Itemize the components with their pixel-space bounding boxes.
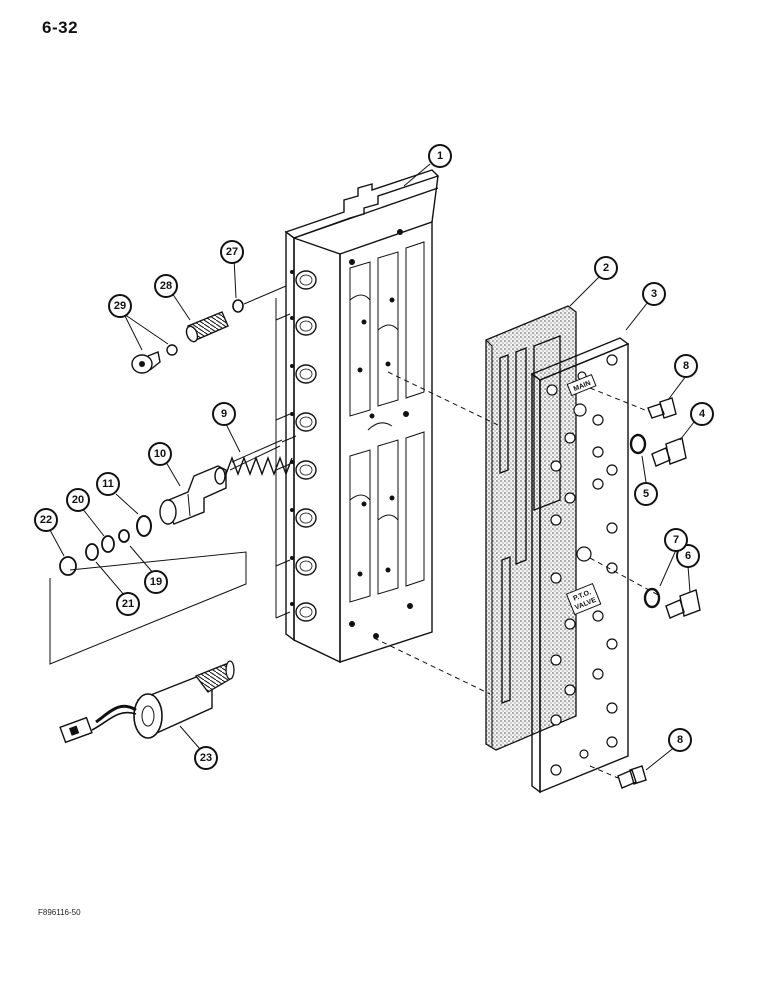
callout-10: 10 [148,442,172,466]
svg-text:7: 7 [673,534,679,546]
svg-text:23: 23 [200,752,212,764]
page-number: 6-32 [42,18,79,37]
svg-text:9: 9 [221,408,227,420]
callout-11: 11 [96,472,120,496]
callout-4: 4 [690,402,714,426]
callout-2: 2 [594,256,618,280]
svg-text:1: 1 [437,150,443,162]
assembly-bracket-line [49,551,247,665]
bolt-6 [665,589,701,619]
o-ring-5 [629,433,647,455]
o-ring-20 [101,535,115,553]
solenoid-23 [59,660,235,744]
svg-text:29: 29 [114,300,126,312]
o-ring-19 [118,529,130,543]
callout-19: 19 [144,570,168,594]
o-ring-22 [59,556,77,576]
callout-28: 28 [154,274,178,298]
svg-text:6: 6 [685,550,691,562]
callout-9: 9 [212,402,236,426]
callout-3: 3 [642,282,666,306]
callout-8-lower: 8 [668,728,692,752]
callout-22: 22 [34,508,58,532]
svg-text:2: 2 [603,262,609,274]
svg-text:5: 5 [643,488,649,500]
o-ring-7 [643,587,661,609]
o-ring-21 [85,543,99,561]
callout-leaders [49,163,695,771]
callout-21: 21 [116,592,140,616]
valve-body [275,169,440,664]
valve-spool-10 [159,465,227,525]
callout-5: 5 [634,482,658,506]
bolt-4 [651,437,687,467]
svg-text:11: 11 [102,478,114,490]
svg-text:8: 8 [683,360,689,372]
washer-11 [136,515,152,537]
pto-valve-plate-label: P.T.O. VALVE [565,582,602,616]
gasket [485,305,577,751]
svg-text:22: 22 [40,514,52,526]
callout-29: 29 [108,294,132,318]
callout-27: 27 [220,240,244,264]
svg-text:8: 8 [677,734,683,746]
screen-filter-28 [185,311,229,343]
callout-20: 20 [66,488,90,512]
o-ring-27 [232,299,244,313]
svg-text:27: 27 [226,246,238,258]
callout-1: 1 [428,144,452,168]
valve-ports [290,270,317,622]
svg-text:3: 3 [651,288,657,300]
callout-8-upper: 8 [674,354,698,378]
bolt-8-lower [617,765,647,789]
callout-7: 7 [664,528,688,552]
figure-id: F896116-50 [38,908,81,917]
callout-23: 23 [194,746,218,770]
cover-plate: MAIN P.T.O. VALVE [530,337,630,794]
svg-text:28: 28 [160,280,172,292]
svg-text:21: 21 [122,598,134,610]
svg-text:4: 4 [699,408,706,420]
bolt-8-upper [647,397,677,419]
spring-9 [225,439,293,476]
svg-text:10: 10 [154,448,166,460]
svg-text:20: 20 [72,494,84,506]
plug-29 [131,344,178,374]
main-plate-label: MAIN [566,373,597,397]
callout-6: 6 [676,544,700,568]
svg-text:19: 19 [150,576,162,588]
